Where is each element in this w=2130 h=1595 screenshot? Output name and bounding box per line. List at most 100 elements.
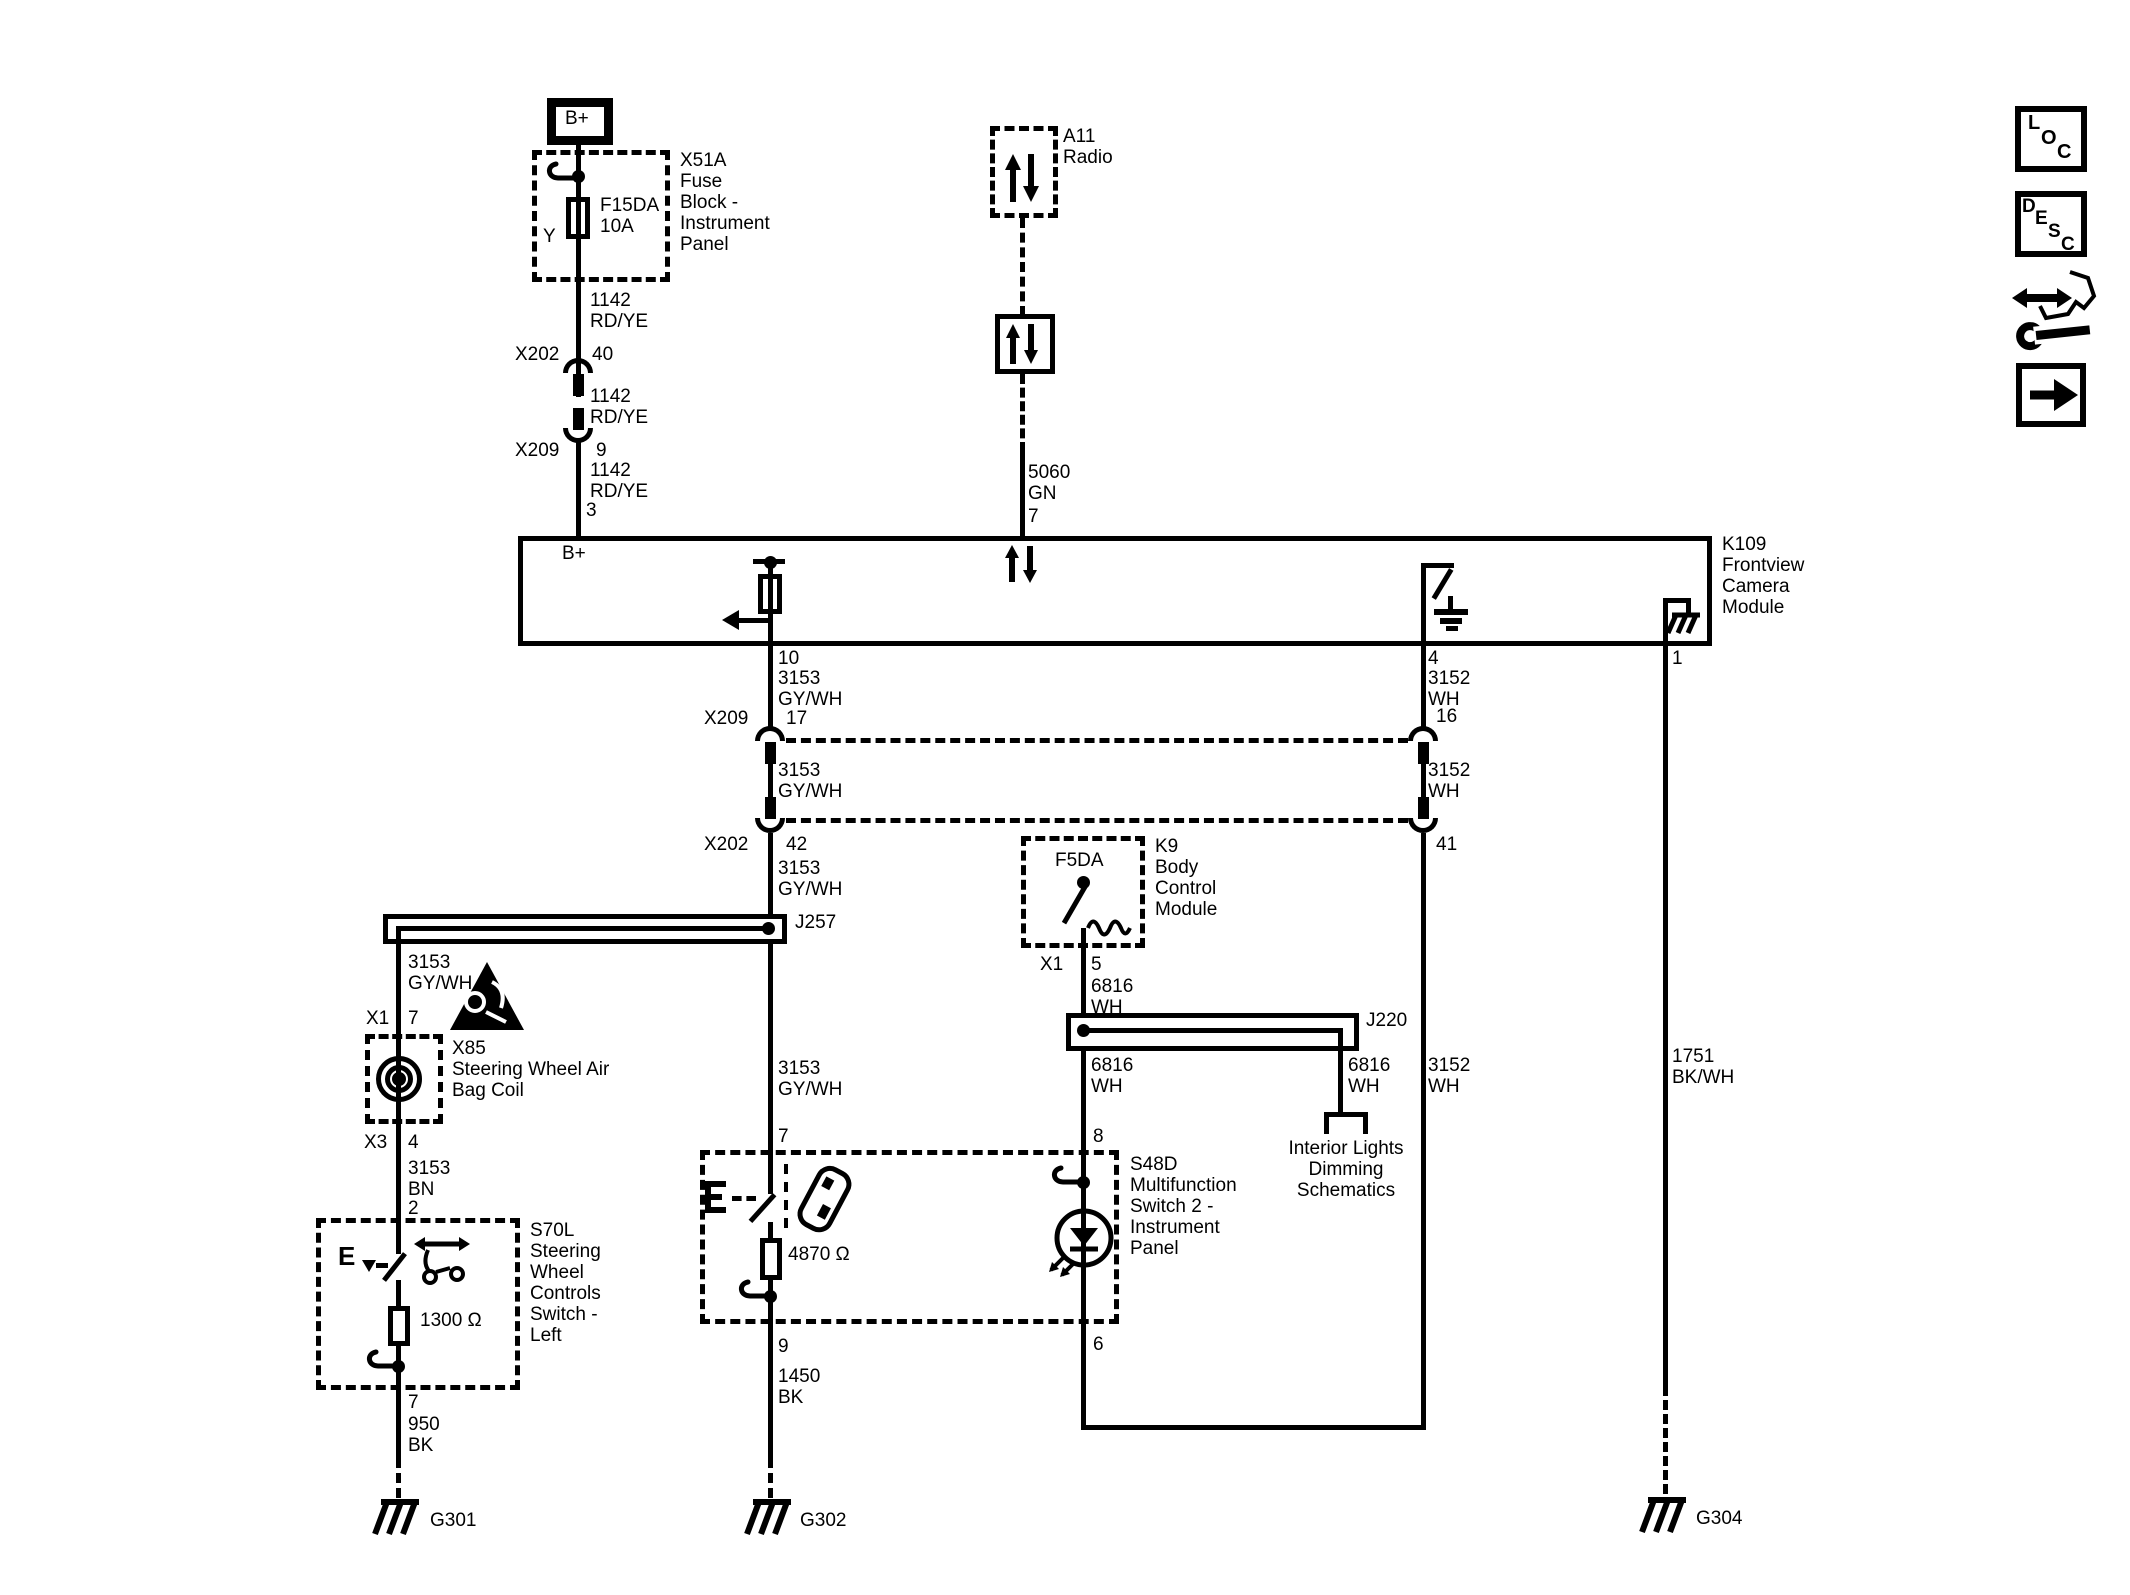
wire-950-dashed bbox=[396, 1458, 401, 1498]
wire-1142-label-b: 1142 RD/YE bbox=[590, 386, 649, 428]
junction-dot bbox=[764, 556, 777, 569]
forward-button[interactable] bbox=[2016, 363, 2086, 427]
k109-label: K109 Frontview Camera Module bbox=[1722, 534, 1805, 618]
junction-dot bbox=[1077, 1024, 1090, 1037]
chassis-tick bbox=[1663, 598, 1691, 603]
wire-3153-left-label: 3153 GY/WH bbox=[408, 952, 473, 994]
chassis-ground-icon bbox=[1639, 1497, 1686, 1534]
desc-letter: S bbox=[2048, 221, 2061, 242]
coil-icon bbox=[392, 1072, 406, 1086]
wire-serial-data-dashed-2 bbox=[1020, 374, 1025, 452]
connector-arc-icon bbox=[755, 818, 785, 833]
connector-x202-label: X202 bbox=[515, 344, 560, 365]
k109-pin4-label: 4 bbox=[1428, 648, 1439, 669]
desc-letter: D bbox=[2022, 196, 2036, 217]
s48d-pin6-label: 6 bbox=[1093, 1334, 1104, 1355]
wire-3153-mid-label: 3153 GY/WH bbox=[778, 1058, 843, 1100]
g301-label: G301 bbox=[430, 1510, 477, 1531]
s70l-resistor-label: 1300 Ω bbox=[420, 1310, 482, 1331]
left-arrowhead-icon bbox=[722, 610, 739, 630]
k9-pin5-label: 5 bbox=[1091, 954, 1102, 975]
wire-s70l-bottom bbox=[396, 1344, 401, 1458]
stalk-e-icon bbox=[705, 1181, 726, 1213]
earth-ground-icon bbox=[1434, 609, 1468, 615]
s48d-resistor-label: 4870 Ω bbox=[788, 1244, 850, 1265]
j220-splice-bar bbox=[1066, 1013, 1359, 1051]
connector-arc-icon bbox=[563, 428, 593, 443]
wire-pin1-internal bbox=[1663, 598, 1668, 646]
wire-3153bn-label: 3153 BN bbox=[408, 1158, 451, 1200]
k109-module-box bbox=[518, 536, 1712, 646]
junction-dot bbox=[392, 1360, 405, 1373]
junction-dot bbox=[764, 1290, 777, 1303]
interior-lights-ref-label: Interior Lights Dimming Schematics bbox=[1288, 1138, 1404, 1201]
k109-pin7-label: 7 bbox=[1028, 506, 1039, 527]
connector-x209-label: X209 bbox=[515, 440, 560, 461]
wire-3152-label-c: 3152 WH bbox=[1428, 1055, 1471, 1097]
connector-pin42-label: 42 bbox=[786, 834, 808, 855]
connector-pin-icon bbox=[765, 797, 776, 819]
fuse-element-icon bbox=[1086, 919, 1132, 937]
harness-dashed-link-a bbox=[786, 738, 1408, 743]
switch-dash bbox=[732, 1196, 756, 1201]
chassis-stub bbox=[1686, 600, 1691, 614]
fuse-icon bbox=[566, 197, 590, 239]
coil-icon bbox=[385, 1065, 413, 1093]
ground-stub bbox=[1448, 596, 1453, 610]
voice-arrow-icon bbox=[362, 1260, 376, 1272]
connector-pin41-label: 41 bbox=[1436, 834, 1458, 855]
s70l-label: S70L Steering Wheel Controls Switch - Le… bbox=[530, 1220, 601, 1346]
coil-icon bbox=[376, 1056, 422, 1102]
wire-3153-mid bbox=[768, 944, 773, 1152]
driver-element-icon bbox=[758, 574, 782, 614]
offpage-bracket-icon bbox=[1324, 1112, 1329, 1134]
wire-6816-b bbox=[1081, 1051, 1086, 1151]
wire-1751 bbox=[1663, 644, 1668, 1386]
wire-1450-label: 1450 BK bbox=[778, 1366, 821, 1408]
k109-bplus-internal: B+ bbox=[562, 543, 586, 564]
wire-3153-label-b: 3153 GY/WH bbox=[778, 760, 843, 802]
s70l-pin7-label: 7 bbox=[408, 1392, 419, 1413]
loc-button[interactable] bbox=[2015, 106, 2087, 172]
wire-b-plus bbox=[576, 143, 581, 397]
k9-label: K9 Body Control Module bbox=[1155, 836, 1218, 920]
vehicle-icon bbox=[784, 1164, 852, 1233]
junction-dot bbox=[572, 170, 585, 183]
connector-x202-pin: 40 bbox=[592, 344, 614, 365]
j257-splice-bar bbox=[383, 914, 787, 944]
connector-pin-icon bbox=[1418, 742, 1429, 764]
connector-arc-icon bbox=[1408, 726, 1438, 741]
resistor-icon bbox=[760, 1238, 782, 1280]
wire-3152-c bbox=[1421, 833, 1426, 1430]
j257-label: J257 bbox=[795, 912, 837, 933]
connector-arc-icon bbox=[563, 358, 593, 373]
wiring-repair-button[interactable] bbox=[2010, 264, 2102, 354]
connector-pin16-label: 16 bbox=[1436, 706, 1458, 727]
x85-x1-label: X1 bbox=[366, 1008, 390, 1029]
terminal-y-label: Y bbox=[543, 226, 556, 247]
j220-inner-line bbox=[1081, 1028, 1343, 1033]
connector-x209-pin: 9 bbox=[596, 440, 607, 461]
right-arrow-icon bbox=[2030, 379, 2078, 411]
f5da-label: F5DA bbox=[1055, 850, 1104, 871]
switch-dash bbox=[376, 1263, 388, 1268]
connector-pin17-label: 17 bbox=[786, 708, 808, 729]
offpage-bracket-icon bbox=[1363, 1112, 1368, 1134]
wire-s48d-left-mid bbox=[768, 1222, 773, 1244]
desc-button[interactable] bbox=[2015, 191, 2087, 257]
wire-serial-data-dashed bbox=[1020, 218, 1025, 316]
wire-1751-label: 1751 BK/WH bbox=[1672, 1046, 1735, 1088]
chassis-ground-icon bbox=[1665, 612, 1700, 635]
wire-6816-a bbox=[1081, 928, 1086, 1016]
wire-b-plus-2 bbox=[576, 442, 581, 540]
s48d-switch-box bbox=[700, 1150, 1119, 1324]
connector-pin-icon bbox=[765, 742, 776, 764]
wire-pin4-internal bbox=[1421, 563, 1426, 646]
wire-1450-dashed bbox=[768, 1458, 773, 1498]
j220-label: J220 bbox=[1366, 1010, 1408, 1031]
wire-s48d-left-top bbox=[768, 1150, 773, 1194]
a11-label: A11 Radio bbox=[1063, 126, 1113, 168]
wire-s70l-top bbox=[396, 1218, 401, 1254]
connector-x202b-label: X202 bbox=[704, 834, 749, 855]
wire-s48d-to-3152 bbox=[1081, 1425, 1426, 1430]
